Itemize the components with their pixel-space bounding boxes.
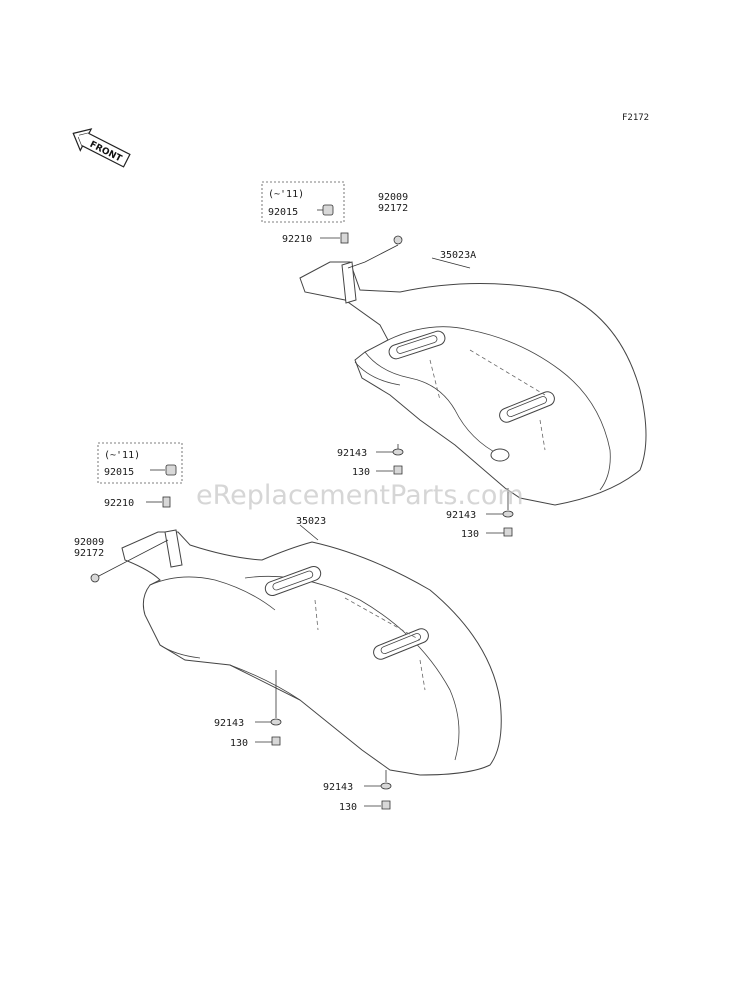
upper-slot-front [388, 330, 446, 360]
upper-bolt-b-label: 92172 [378, 203, 408, 214]
screw-130-upper-2 [503, 527, 513, 537]
upper-slot-rear [499, 391, 555, 423]
clip-92015-upper [322, 204, 334, 216]
lower-bolt-a-label: 92009 [74, 537, 104, 548]
upper-washer-2-label: 92143 [446, 510, 476, 521]
lower-fender-assembly: (~'11) 92015 92210 92009 92172 35023 921… [74, 442, 502, 813]
upper-box-part: 92015 [268, 207, 298, 218]
bracket-92210-upper [341, 261, 357, 304]
washer-92143-lower-1 [270, 718, 282, 726]
lower-bracket-label: 92210 [104, 498, 134, 509]
diagram-code: F2172 [622, 113, 649, 123]
washer-92143-upper-2 [502, 510, 514, 518]
lower-screw-2-label: 130 [339, 802, 357, 813]
nut-92210-lower [162, 496, 171, 508]
bolt-92009-lower [90, 573, 100, 583]
upper-bolt-a-label: 92009 [378, 192, 408, 203]
fender-35023A [299, 261, 647, 506]
screw-130-upper-1 [393, 465, 403, 475]
watermark: eReplacementParts.com [196, 480, 524, 511]
upper-box-note: (~'11) [268, 189, 304, 200]
lower-slot-rear [373, 628, 429, 660]
lower-washer-1-label: 92143 [214, 718, 244, 729]
lower-note-box [97, 442, 183, 484]
lower-bolt-b-label: 92172 [74, 548, 104, 559]
upper-screw-1-label: 130 [352, 467, 370, 478]
front-arrow-icon: FRONT [72, 128, 131, 168]
lower-part-label: 35023 [296, 516, 326, 527]
clip-92015-lower [165, 464, 177, 476]
nut-92210-upper [340, 232, 349, 244]
fender-35023 [121, 531, 502, 776]
bracket-92210-lower [164, 529, 183, 568]
upper-screw-2-label: 130 [461, 529, 479, 540]
lower-box-note: (~'11) [104, 450, 140, 461]
bolt-92009-upper [393, 235, 403, 245]
lower-washer-2-label: 92143 [323, 782, 353, 793]
upper-note-box [261, 181, 345, 223]
upper-bracket-label: 92210 [282, 234, 312, 245]
upper-washer-1-label: 92143 [337, 448, 367, 459]
upper-part-label: 35023A [440, 250, 476, 261]
screw-130-lower-2 [381, 800, 391, 810]
lower-box-part: 92015 [104, 467, 134, 478]
washer-92143-lower-2 [380, 782, 392, 790]
screw-130-lower-1 [271, 736, 281, 746]
lower-screw-1-label: 130 [230, 738, 248, 749]
lower-slot-front [264, 565, 322, 597]
upper-fender-assembly: (~'11) 92015 92210 92009 92172 35023A 92… [261, 181, 647, 540]
washer-92143-upper-1 [392, 448, 404, 456]
